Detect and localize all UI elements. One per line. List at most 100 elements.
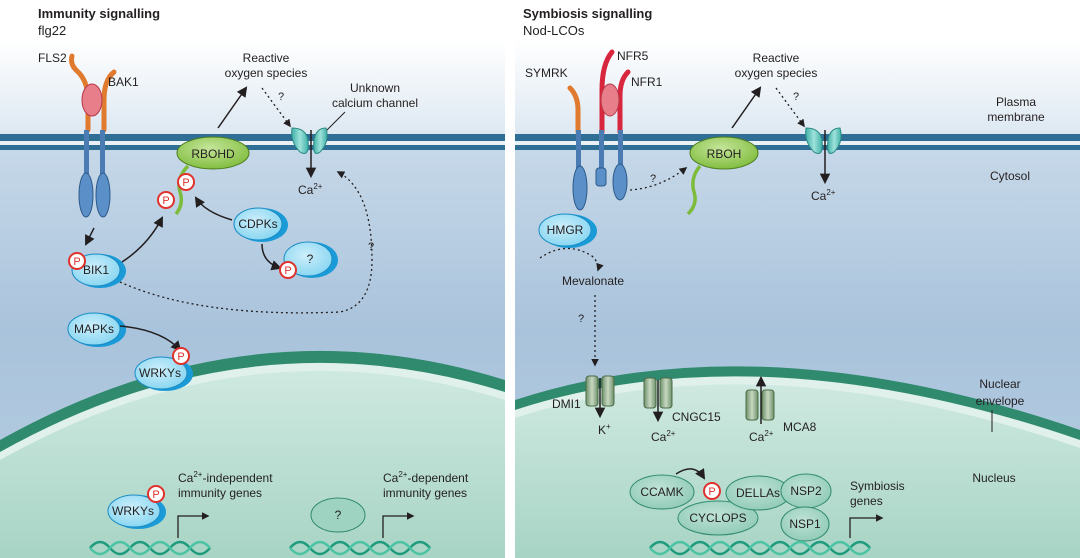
cyclops-label: CYCLOPS [689, 511, 746, 525]
immunity-title: Immunity signalling [38, 6, 160, 21]
wrkys-protein-cytosol [134, 356, 193, 391]
bak1-label: BAK1 [108, 75, 139, 89]
gene-arrow-independent [177, 512, 210, 538]
k-label: K+ [598, 422, 611, 437]
hmgr-label: HMGR [547, 223, 584, 237]
ca-label-cngc15: Ca2+ [651, 429, 676, 444]
symrk-label: SYMRK [525, 66, 568, 80]
gene-arrow-dependent [382, 512, 415, 538]
dmi1-channel [585, 375, 615, 419]
ros-arrow [217, 86, 248, 129]
phospho-cyclops: P [703, 482, 721, 500]
cyclops-protein [677, 500, 759, 536]
ros-unknown-right: ? [793, 91, 799, 103]
nucleus-label: Nucleus [972, 471, 1015, 485]
phospho-bik1: P [68, 252, 86, 270]
wrkys-label-cytosol: WRKYs [139, 366, 181, 380]
dellas-label: DELLAs [736, 486, 780, 500]
cdpks-label: CDPKs [238, 217, 277, 231]
phospho-rbohd-2: P [157, 191, 175, 209]
ros-unknown: ? [278, 91, 284, 103]
phospho-unknown-target: P [279, 261, 297, 279]
receptor-to-bik1-arrow [85, 227, 95, 246]
svg-text:P: P [152, 489, 159, 501]
gene-label-dependent-1: Ca2+-dependent [383, 470, 469, 485]
plasma-membrane-right [515, 134, 1080, 141]
receptor-to-rboh-arrow [629, 167, 688, 191]
ccamk-protein [629, 474, 695, 510]
dna-helix-left [89, 540, 211, 556]
dna-helix-right [649, 540, 871, 556]
svg-text:P: P [73, 256, 80, 268]
bik1-to-channel-arrow [119, 171, 373, 314]
svg-text:P: P [162, 195, 169, 207]
plasma-membrane-label-1: Plasma [996, 95, 1036, 109]
nsp1-label: NSP1 [789, 517, 821, 531]
phospho-rbohd-1: P [177, 173, 195, 191]
dna-helix-left-2 [289, 540, 431, 556]
ros-label-right-2: oxygen species [735, 66, 818, 80]
fls2-label: FLS2 [38, 51, 67, 65]
rboh-label: RBOH [707, 147, 742, 161]
dmi1-label: DMI1 [552, 397, 581, 411]
cdpks-to-unknown-arrow [261, 243, 282, 271]
mevalonate-unknown: ? [578, 313, 584, 325]
symbiosis-genes-label-1: Symbiosis [850, 479, 905, 493]
bik1-to-rbohd-arrow [121, 216, 163, 263]
ccamk-phospho-arrow [675, 468, 706, 480]
rboh-protein [686, 136, 759, 216]
wrkys-label-nucleus: WRKYs [112, 504, 154, 518]
calcium-channel-left [291, 127, 328, 179]
symbiotic-receptors [567, 49, 631, 211]
cdpks-to-rbohd-arrow [194, 196, 233, 221]
symbiosis-subtitle: Nod-LCOs [523, 23, 585, 38]
mevalonate-label: Mevalonate [562, 274, 624, 288]
ca-label-mca8: Ca2+ [749, 429, 774, 444]
phospho-wrkys-cytosol: P [172, 347, 190, 365]
ros-label-right-1: Reactive [753, 51, 800, 65]
svg-text:P: P [284, 265, 291, 277]
receptor-rboh-unknown: ? [650, 173, 656, 185]
channel-label-1: Unknown [350, 81, 400, 95]
unknown-nuclear-label: ? [335, 508, 342, 522]
unknown-target-label: ? [307, 252, 314, 266]
ca-label-left: Ca2+ [298, 182, 323, 197]
mca8-label: MCA8 [783, 420, 817, 434]
nuclear-envelope-label-2: envelope [976, 394, 1025, 408]
ros-arrow-right [731, 86, 762, 129]
svg-text:P: P [708, 486, 715, 498]
rbohd-protein [174, 136, 250, 216]
mapks-protein [67, 312, 126, 347]
phospho-wrkys-nucleus: P [147, 485, 165, 503]
ccamk-label: CCAMK [640, 485, 683, 499]
plasma-membrane-label-2: membrane [987, 110, 1045, 124]
nfr1-label: NFR1 [631, 75, 663, 89]
cngc15-channel [643, 377, 673, 423]
fls2-bak1-receptor [69, 53, 117, 218]
ros-label-2: oxygen species [225, 66, 308, 80]
calcium-channel-right [805, 127, 842, 185]
rbohd-label: RBOHD [191, 147, 235, 161]
bik1-channel-unknown: ? [368, 241, 374, 253]
symbiosis-title: Symbiosis signalling [523, 6, 652, 21]
mca8-channel [745, 375, 775, 424]
bik1-label: BIK1 [83, 263, 109, 277]
hmgr-protein [538, 213, 597, 248]
cdpks-protein [233, 207, 288, 242]
plasma-membrane [0, 134, 505, 141]
mapks-label: MAPKs [74, 322, 114, 336]
wrkys-protein-nucleus [107, 494, 166, 529]
symbiosis-genes-label-2: genes [850, 494, 883, 508]
cytosol-label: Cytosol [990, 169, 1030, 183]
svg-text:P: P [177, 351, 184, 363]
gene-label-independent-2: immunity genes [178, 486, 262, 500]
immunity-subtitle: flg22 [38, 23, 66, 38]
gene-label-independent-1: Ca2+-independent [178, 470, 273, 485]
nsp1-protein [780, 506, 830, 542]
mapks-to-wrkys-arrow [119, 325, 182, 352]
unknown-nuclear-protein [310, 497, 366, 533]
gene-label-dependent-2: immunity genes [383, 486, 467, 500]
ros-label-1: Reactive [243, 51, 290, 65]
svg-text:P: P [182, 177, 189, 189]
